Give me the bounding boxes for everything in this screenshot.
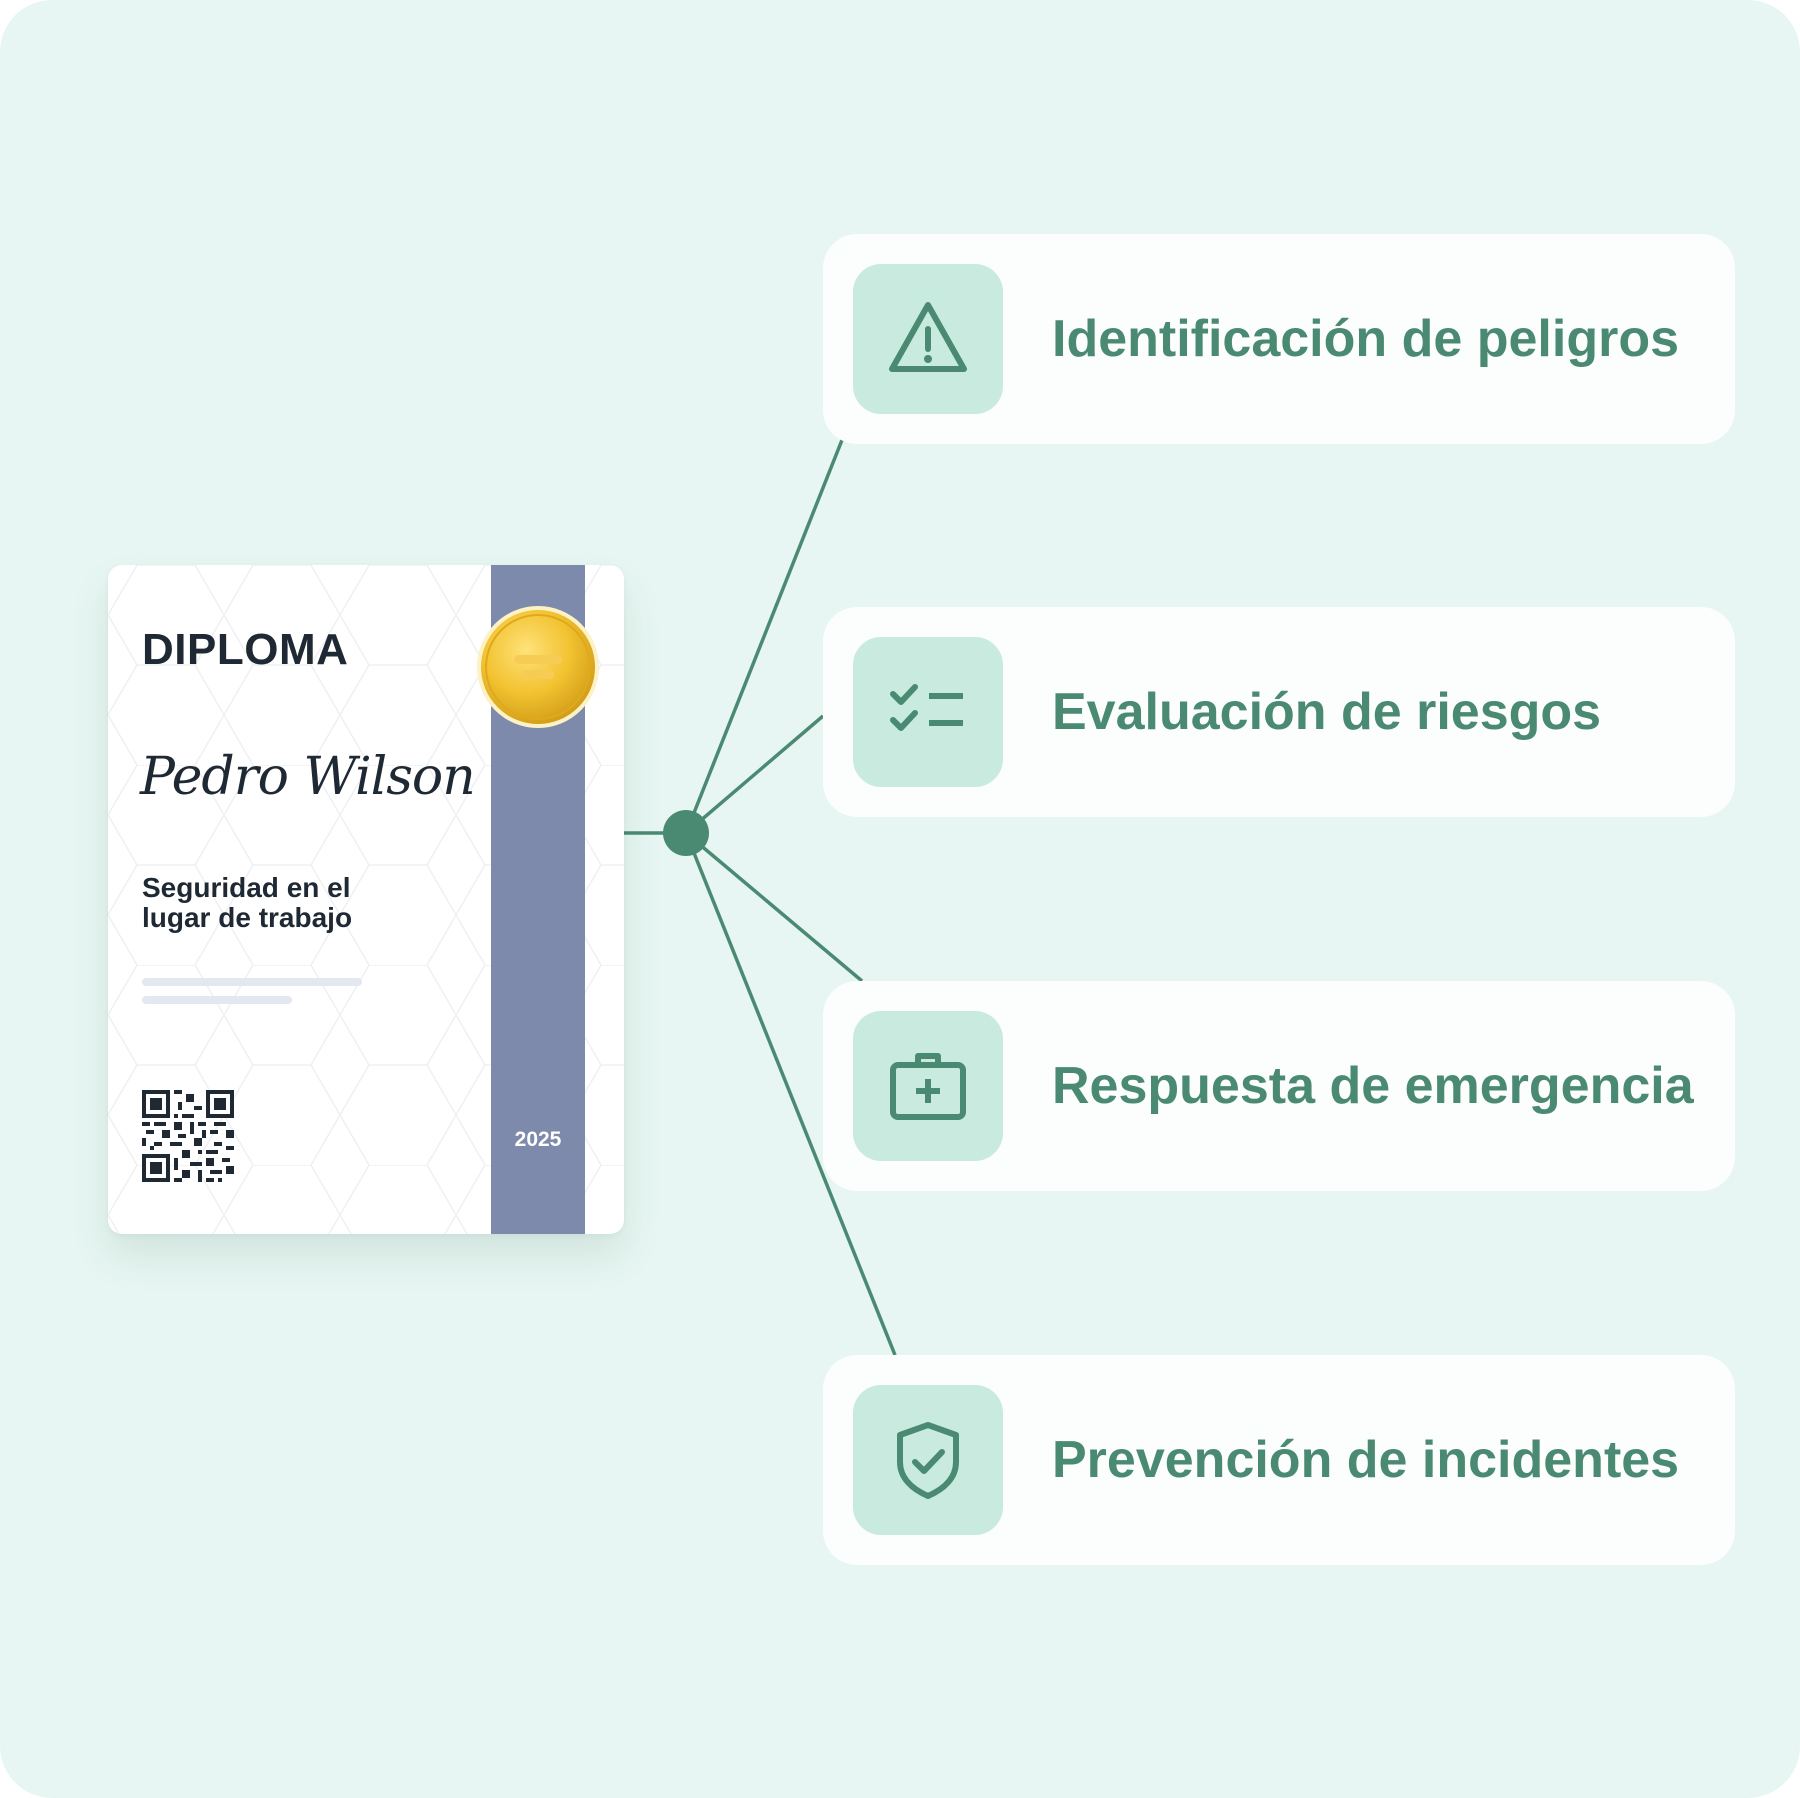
topic-label: Identificación de peligros bbox=[1052, 310, 1679, 368]
topic-label: Respuesta de emergencia bbox=[1052, 1057, 1694, 1115]
topic-icon-tile bbox=[853, 1011, 1003, 1161]
placeholder-text-bar bbox=[142, 978, 362, 986]
first-aid-kit-icon bbox=[890, 1053, 966, 1120]
topic-card-emergency-response: Respuesta de emergencia bbox=[823, 981, 1735, 1191]
diploma-title: DIPLOMA bbox=[142, 625, 349, 674]
topic-label: Prevención de incidentes bbox=[1052, 1431, 1680, 1489]
connector-to-topic-4 bbox=[684, 832, 897, 1356]
course-name: Seguridad en el lugar de trabajo bbox=[142, 873, 402, 933]
topic-icon-tile bbox=[853, 264, 1003, 414]
diploma-year: 2025 bbox=[514, 1128, 562, 1151]
course-name-line-2: lugar de trabajo bbox=[142, 902, 353, 933]
connector-to-topic-1 bbox=[684, 439, 844, 834]
topic-card-risk-assessment: Evaluación de riesgos bbox=[823, 607, 1735, 817]
connector-hub-node bbox=[663, 810, 709, 856]
gold-seal-icon bbox=[477, 606, 599, 728]
topic-card-incident-prevention: Prevención de incidentes bbox=[823, 1355, 1735, 1565]
topic-icon-tile bbox=[853, 1385, 1003, 1535]
shield-check-icon bbox=[897, 1422, 959, 1499]
recipient-name: Pedro Wilson bbox=[140, 747, 476, 807]
topic-icon-tile bbox=[853, 637, 1003, 787]
course-name-line-1: Seguridad en el bbox=[142, 872, 351, 903]
connector-to-topic-3 bbox=[684, 831, 864, 983]
topic-label: Evaluación de riesgos bbox=[1052, 683, 1602, 741]
qr-code-icon bbox=[142, 1090, 234, 1182]
warning-triangle-icon bbox=[889, 302, 967, 372]
topic-card-hazard-identification: Identificación de peligros bbox=[823, 234, 1735, 444]
diploma-card: DIPLOMA Pedro Wilson Seguridad en el lug… bbox=[108, 565, 624, 1234]
connector-to-topic-2 bbox=[684, 714, 825, 835]
checklist-icon bbox=[890, 684, 963, 731]
placeholder-text-bar bbox=[142, 996, 292, 1004]
